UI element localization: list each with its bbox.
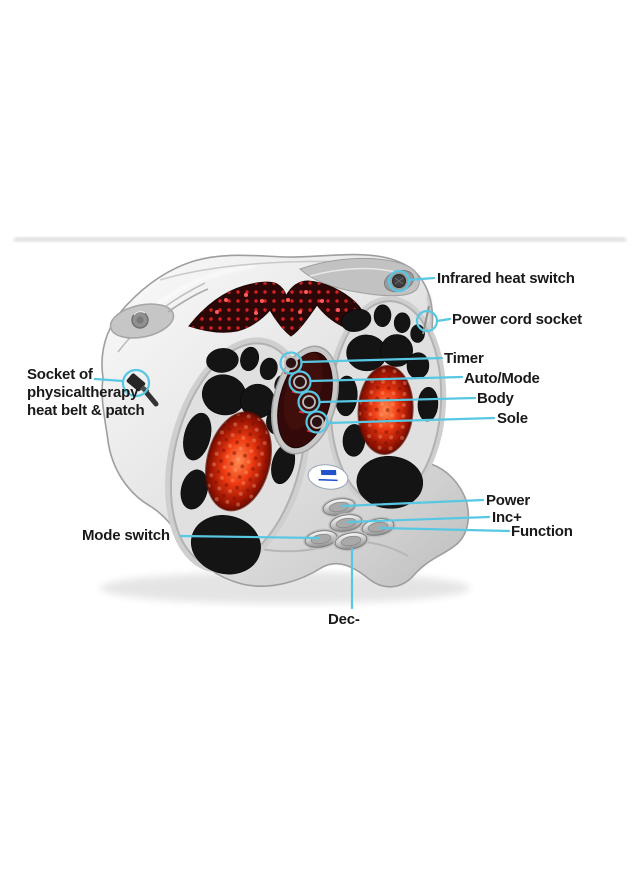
timer-button — [284, 356, 298, 370]
label-mode-switch: Mode switch — [82, 527, 170, 544]
backdrop-seam — [14, 237, 626, 242]
callout-power-cord-socket — [415, 309, 452, 333]
callouts — [93, 269, 511, 610]
label-dec: Dec- — [328, 611, 360, 628]
label-auto-mode: Auto/Mode — [464, 370, 540, 387]
label-function: Function — [511, 523, 573, 540]
label-power: Power — [486, 492, 531, 509]
callout-inc — [346, 515, 491, 524]
label-power-cord-socket: Power cord socket — [452, 311, 582, 328]
heat-lamp-panel — [188, 280, 369, 337]
label-therapy-socket: Socket of physicaltherapy heat belt & pa… — [27, 366, 145, 420]
right-foot-pad — [325, 296, 447, 509]
label-infrared-heat-switch: Infrared heat switch — [437, 270, 575, 287]
label-body: Body — [477, 390, 514, 407]
control-panel — [271, 345, 339, 455]
callout-power — [340, 498, 485, 508]
callout-sole — [305, 410, 496, 434]
top-left-switch-plate — [109, 288, 209, 339]
callout-auto-mode — [288, 370, 464, 394]
dec-button — [333, 530, 369, 552]
brand-logo — [307, 464, 349, 490]
callout-function — [379, 526, 511, 533]
callout-infrared-heat-switch — [387, 269, 436, 293]
callout-mode-switch — [179, 534, 321, 540]
sole-button — [310, 415, 324, 429]
inc-button — [328, 512, 364, 534]
bottom-button-cluster — [303, 496, 396, 552]
label-inc: Inc+ — [492, 509, 522, 526]
therapy-socket-plug — [126, 373, 159, 407]
mode-switch-button — [303, 528, 339, 550]
label-sole: Sole — [497, 410, 528, 427]
auto-mode-button — [293, 375, 307, 389]
label-therapy-socket-line1: Socket of — [27, 366, 93, 383]
body-button — [302, 395, 316, 409]
callout-timer — [279, 351, 444, 375]
callout-therapy-socket — [93, 368, 151, 398]
label-therapy-socket-line3: heat belt & patch — [27, 402, 145, 419]
callout-body — [297, 390, 477, 414]
label-timer: Timer — [444, 350, 484, 367]
label-therapy-socket-line2: physicaltherapy — [27, 384, 139, 401]
